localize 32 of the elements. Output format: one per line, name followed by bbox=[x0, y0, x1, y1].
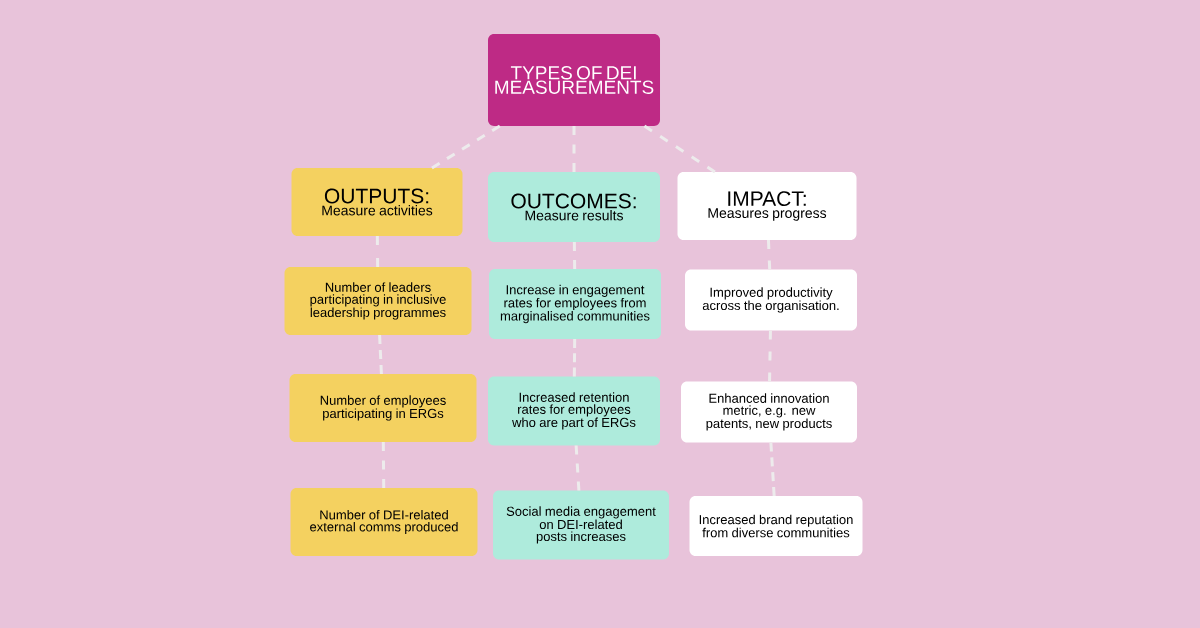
metric-box: Enhanced innovation metric, e.g. new patents, new products bbox=[681, 381, 857, 443]
category-box bbox=[291, 168, 463, 236]
metric-box: Number of leaders participating in inclusive leadership programmes bbox=[284, 267, 472, 335]
category-description: Measure activities bbox=[322, 205, 433, 216]
title-box bbox=[488, 34, 660, 126]
metric-box: Number of employees participating in ERGs bbox=[289, 374, 477, 442]
connector-line bbox=[572, 338, 577, 377]
connector-line bbox=[768, 330, 772, 382]
category-box bbox=[677, 172, 857, 240]
category-description: Measures progress bbox=[708, 208, 827, 221]
metric-box: Number of DEI-related external comms produced bbox=[290, 488, 478, 556]
category-heading: IMPACT: bbox=[728, 191, 806, 207]
connector-line bbox=[375, 235, 380, 267]
metric-box: Improved productivity across the organisation. bbox=[685, 269, 857, 331]
category-description: Measure results bbox=[525, 210, 623, 221]
connector-line bbox=[381, 441, 386, 488]
connector-line bbox=[431, 124, 501, 170]
title-text: TYPES OF DEI MEASUREMENTS bbox=[495, 66, 654, 94]
metric-box: Increased retention rates for employees who are part of ERGs bbox=[488, 376, 660, 446]
connector-line bbox=[769, 442, 776, 497]
metric-box: Increased brand reputation from diverse communities bbox=[689, 496, 863, 556]
category-heading: OUTCOMES: bbox=[511, 193, 636, 209]
metric-box: Increase in engagement rates for employees from marginalised communities bbox=[489, 269, 661, 339]
category-box bbox=[488, 172, 660, 242]
connector-line bbox=[643, 124, 716, 174]
connector-line bbox=[572, 126, 576, 172]
category-heading: OUTPUTS: bbox=[324, 188, 429, 204]
metric-box: Social media engagement on DEI-related posts increases bbox=[493, 490, 669, 560]
connector-line bbox=[572, 241, 577, 269]
connector-line bbox=[574, 445, 581, 491]
connector-line bbox=[378, 334, 383, 375]
connector-line bbox=[766, 239, 772, 270]
